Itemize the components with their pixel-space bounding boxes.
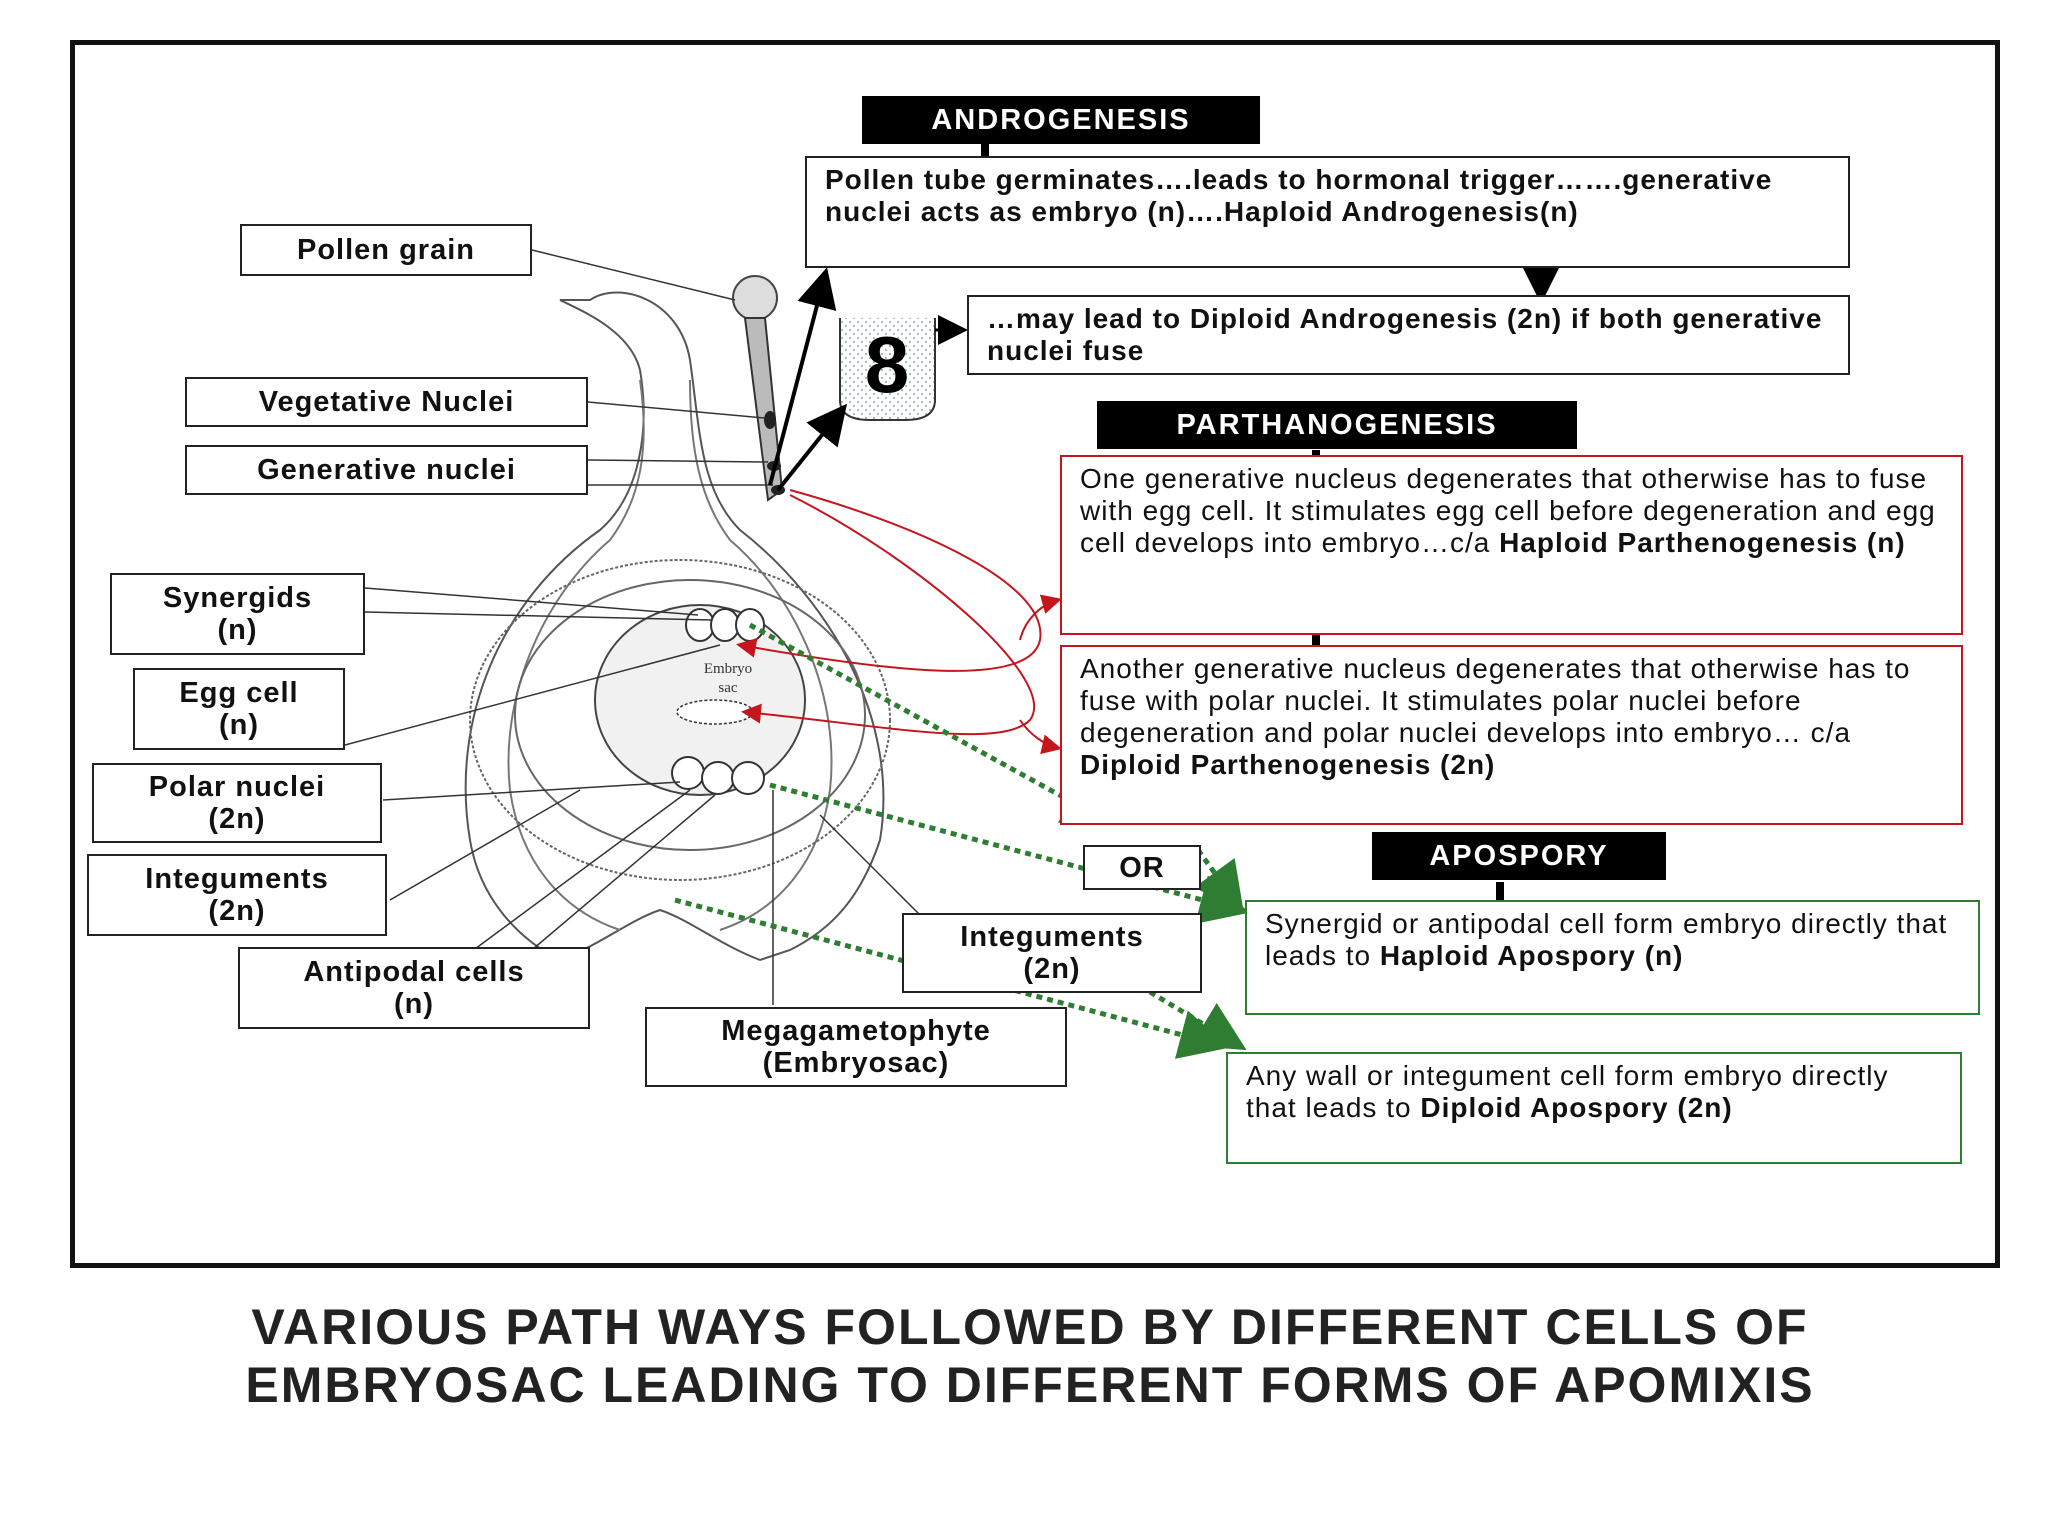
androgenesis-header: ANDROGENESIS: [862, 96, 1260, 144]
label-antipodal-cells: Antipodal cells (n): [238, 947, 590, 1029]
diploid-apospory-box: Any wall or integument cell form embryo …: [1226, 1052, 1962, 1164]
label-or: OR: [1083, 845, 1201, 890]
label-egg-cell: Egg cell (n): [133, 668, 345, 750]
green-arrow-antipodal: [769, 782, 1250, 924]
label-megagametophyte: Megagametophyte (Embryosac): [645, 1007, 1067, 1087]
ovary-inner-wall: [507, 379, 645, 931]
label-integuments-right: Integuments (2n): [902, 913, 1202, 993]
label-integuments-left: Integuments (2n): [87, 854, 387, 936]
integument-inner: [514, 579, 866, 851]
synergid-cell: [710, 608, 740, 642]
apospory-header: APOSPORY: [1372, 832, 1666, 880]
label-pollen-grain: Pollen grain: [240, 224, 532, 276]
diploid-parthenogenesis-box: Another generative nucleus degenerates t…: [1060, 645, 1963, 825]
diploid-apospory-term: Diploid Apospory (2n): [1420, 1092, 1733, 1123]
green-arrow-or: [1194, 848, 1244, 914]
androgenesis-arrow: [768, 267, 837, 486]
diploid-arrow: [776, 403, 847, 492]
vegetative-nucleus: [764, 411, 776, 429]
green-arrow-synergid: [748, 622, 1114, 825]
leader-lines: [344, 249, 921, 1005]
label-generative-nuclei: Generative nuclei: [185, 445, 588, 495]
diploid-parthenogenesis-text: Another generative nucleus degenerates t…: [1080, 653, 1911, 748]
red-arrow-polar: [741, 494, 1036, 736]
red-arrow-haploid-parth: [1019, 594, 1062, 641]
polar-nuclei-shape: [676, 699, 754, 725]
haploid-apospory-term: Haploid Apospory (n): [1379, 940, 1684, 971]
figure-caption: VARIOUS PATH WAYS FOLLOWED BY DIFFERENT …: [245, 1299, 1815, 1413]
antipodal-cell: [701, 761, 735, 795]
green-arrow-integument-right: [1148, 989, 1247, 1051]
antipodal-cell: [671, 756, 705, 790]
integument-outer: [469, 559, 891, 881]
diploid-apospory-text: Any wall or integument cell form embryo …: [1246, 1060, 1889, 1123]
embryo-sac-label-line2: sac: [718, 680, 737, 696]
pollen-tube: [743, 317, 784, 502]
label-synergids: Synergids (n): [110, 573, 365, 655]
label-vegetative-nuclei: Vegetative Nuclei: [185, 377, 588, 427]
androgenesis-text-box: Pollen tube germinates….leads to hormona…: [805, 156, 1850, 268]
ovary-wall: [464, 291, 885, 962]
antipodal-cell: [731, 761, 765, 795]
red-arrow-egg: [736, 489, 1042, 672]
haploid-apospory-box: Synergid or antipodal cell form embryo d…: [1245, 900, 1980, 1015]
haploid-parthenogenesis-term: Haploid Parthenogenesis (n): [1499, 527, 1906, 558]
ovary-inner-wall-right: [689, 379, 833, 931]
embryo-sac-label-line1: Embryo: [704, 661, 752, 677]
parthenogenesis-header: PARTHANOGENESIS: [1097, 401, 1577, 449]
label-polar-nuclei: Polar nuclei (2n): [92, 763, 382, 843]
red-arrow-diploid-parth: [1019, 719, 1062, 755]
haploid-parthenogenesis-box: One generative nucleus degenerates that …: [1060, 455, 1963, 635]
tube-figure-label: 8: [865, 320, 910, 409]
diploid-androgenesis-box: …may lead to Diploid Androgenesis (2n) i…: [967, 295, 1850, 375]
haploid-apospory-text: Synergid or antipodal cell form embryo d…: [1265, 908, 1948, 971]
diploid-parthenogenesis-term: Diploid Parthenogenesis (2n): [1080, 749, 1496, 780]
green-arrow-integument: [674, 897, 1230, 1059]
pollen-grain-shape: [732, 275, 778, 321]
haploid-parthenogenesis-text: One generative nucleus degenerates that …: [1080, 463, 1936, 558]
